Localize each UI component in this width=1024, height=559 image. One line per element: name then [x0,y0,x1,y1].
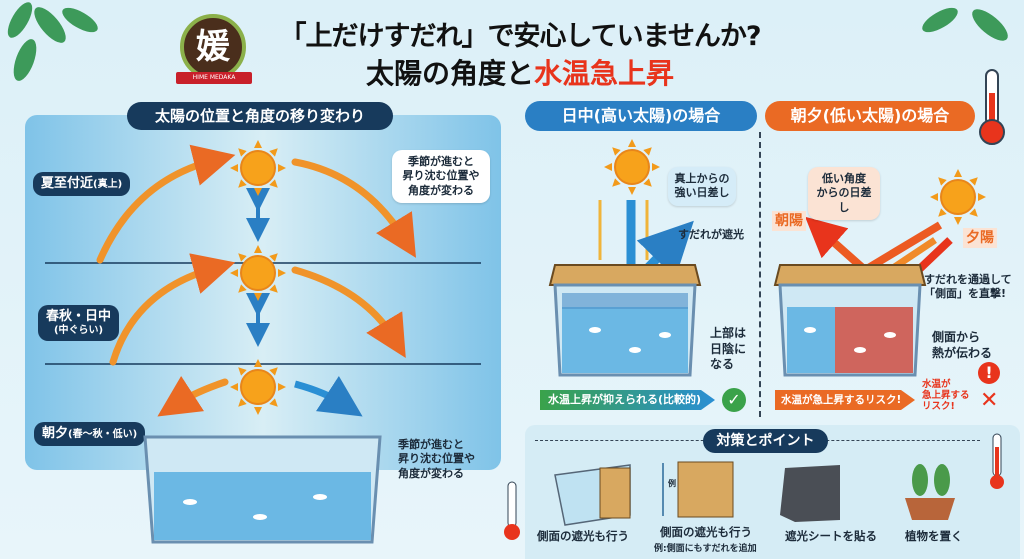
label-sub: (中ぐらい) [53,324,104,336]
logo-glyph: 媛 [196,27,230,67]
season-bubble-top: 季節が進むと 昇り沈む位置や 角度が変わる [392,150,490,203]
water-tank [143,435,382,544]
side-hit-note: すだれを通過して 「側面」を直撃! [924,273,1012,301]
subtitle-highlight: 水温急上昇 [534,57,675,90]
label-morning-evening: 朝夕(春〜秋・低い) [34,422,146,446]
daytime-top-note: 上部は 日陰に なる [710,326,747,372]
leaves-decoration [922,7,1008,41]
measure-label: 遮光シートを貼る [785,529,877,543]
daytime-bubble: 真上からの 強い日差し [668,167,736,206]
section-divider [759,132,761,417]
morning-evening-title: 朝夕(低い太陽)の場合 [765,101,975,131]
measure-label: 側面の遮光も行う [660,525,752,539]
morning-evening-bubble: 低い角度 からの日差し [808,167,880,220]
morning-sun-label: 朝陽 [772,211,806,232]
measure-label: 植物を置く [905,529,963,543]
daytime-shade-note: すだれが遮光 [678,228,744,241]
daytime-diagram [548,138,702,377]
cross-icon: ✕ [980,388,999,413]
sun-panel-title: 太陽の位置と角度の移り変わり [127,102,393,130]
label-main: 朝夕 [42,426,69,441]
thermometer-icon [504,481,520,540]
morning-evening-diagram [773,168,987,377]
daytime-result: 水温上昇が抑えられる(比較的) [540,390,715,410]
heat-transfer-note: 側面から 熱が伝わる [932,330,993,360]
plant-pot-icon [905,464,955,520]
check-icon: ✓ [722,388,746,412]
sun-path-diagram [45,139,481,417]
measures-title: 対策とポイント [703,429,828,453]
label-summer-solstice: 夏至付近(真上) [33,172,131,196]
page-subtitle: 太陽の角度と水温急上昇 [250,52,790,92]
label-sub: (春〜秋・低い) [68,429,138,440]
thermometer-icon [990,433,1004,489]
label-main: 夏至付近 [41,176,94,191]
subtitle-part: 太陽の角度と [365,57,534,90]
logo-ribbon: HIME MEDAKA [176,72,252,84]
label-sub: (真上) [93,179,123,190]
thermometer-icon [979,69,1005,145]
logo: 媛 [180,14,246,80]
evening-sun-label: 夕陽 [963,228,997,249]
daytime-title: 日中(高い太陽)の場合 [525,101,757,131]
tank-with-side-shade-icon [554,464,631,526]
season-note-bottom: 季節が進むと 昇り沈む位置や 角度が変わる [398,438,475,480]
warning-icon: ! [978,362,1000,384]
example-mark: 例 [668,479,676,488]
page-title: 「上だけすだれ」で安心していませんか? [279,21,761,52]
label-spring-autumn: 春秋・日中(中ぐらい) [38,305,120,341]
measure-label: 側面の遮光も行う [537,529,629,543]
bamboo-blind-icon [662,461,734,518]
measure-sublabel: 例:側面にもすだれを追加 [654,544,757,554]
label-main: 春秋・日中 [46,309,112,324]
morning-evening-result: 水温が急上昇するリスク! [775,390,915,410]
leaves-decoration [7,2,98,81]
measures-icons [554,461,955,526]
risk-note: 水温が 急上昇する リスク! [922,379,970,412]
shade-sheet-icon [780,465,840,522]
